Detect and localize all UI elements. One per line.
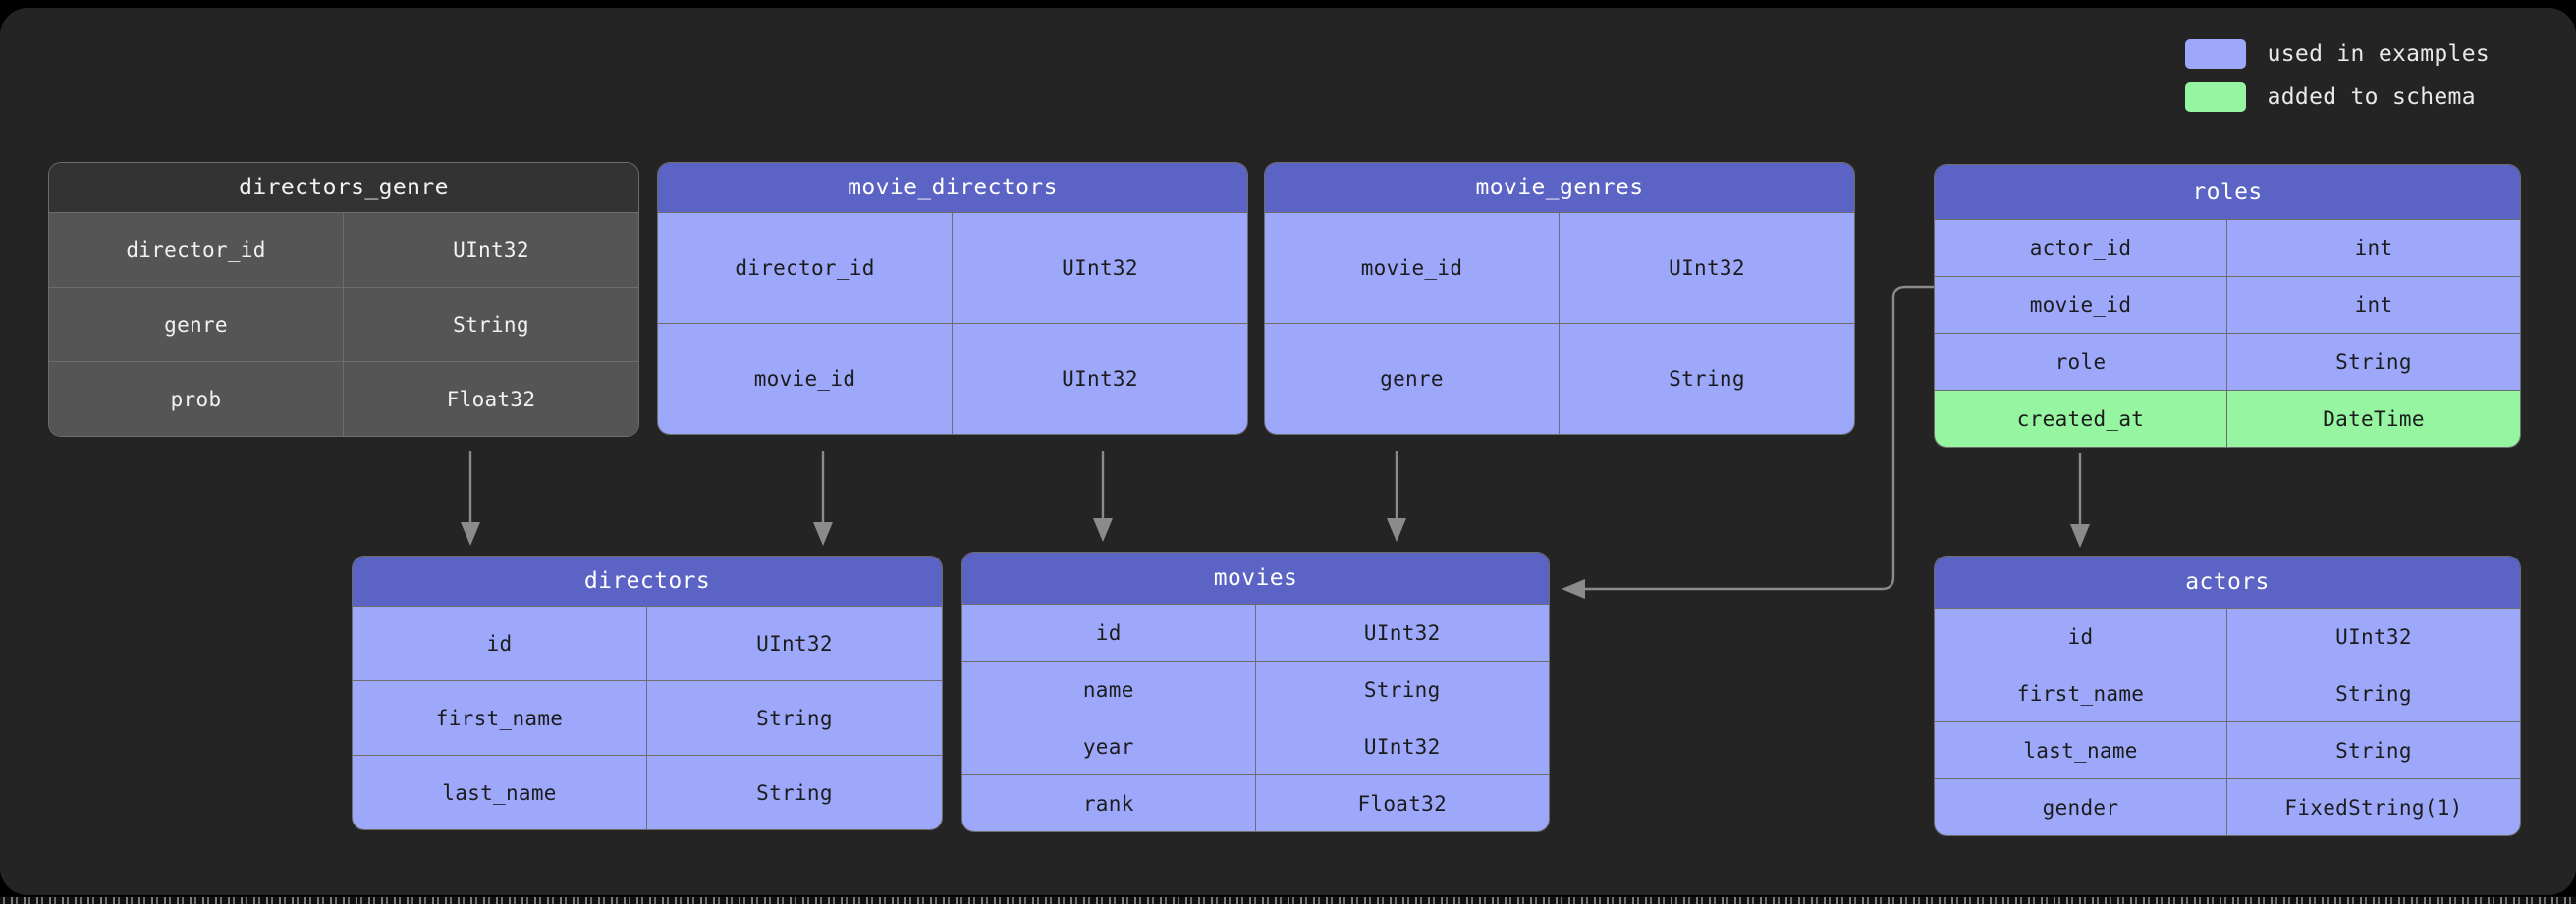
column-name: id <box>962 605 1256 661</box>
legend: used in examples added to schema <box>2184 39 2490 112</box>
column-type: String <box>344 288 638 361</box>
column-type: DateTime <box>2227 391 2520 447</box>
column-name: movie_id <box>1935 277 2227 333</box>
column-type: String <box>647 681 942 755</box>
column-name: genre <box>49 288 344 361</box>
column-type: int <box>2227 277 2520 333</box>
column-name: first_name <box>1935 665 2227 721</box>
column-type: UInt32 <box>1560 213 1854 323</box>
column-type: String <box>1560 324 1854 434</box>
table-title-movies: movies <box>962 553 1549 604</box>
column-type: UInt32 <box>344 213 638 287</box>
legend-swatch-added-to-schema <box>2184 82 2246 112</box>
column-name: prob <box>49 362 344 436</box>
column-name: rank <box>962 775 1256 831</box>
legend-item-used-in-examples: used in examples <box>2184 39 2490 69</box>
connector-movie_directors-movies <box>1093 451 1113 542</box>
column-name: role <box>1935 334 2227 390</box>
connector-directors_genre-directors <box>461 451 480 546</box>
table-title-roles: roles <box>1935 165 2520 219</box>
table-title-directors: directors <box>353 557 942 606</box>
legend-label-used-in-examples: used in examples <box>2267 41 2490 67</box>
column-type: UInt32 <box>647 607 942 680</box>
legend-label-added-to-schema: added to schema <box>2267 84 2476 110</box>
column-name: movie_id <box>1265 213 1560 323</box>
column-name: id <box>1935 609 2227 665</box>
column-type: UInt32 <box>1255 605 1549 661</box>
connector-movie_genres-movies <box>1387 451 1406 542</box>
legend-item-added-to-schema: added to schema <box>2184 82 2490 112</box>
table-title-directors_genre: directors_genre <box>49 163 638 212</box>
column-type: Float32 <box>1255 775 1549 831</box>
column-type: String <box>1255 662 1549 718</box>
column-type: String <box>2227 722 2520 778</box>
column-name: first_name <box>353 681 647 755</box>
column-name: created_at <box>1935 391 2227 447</box>
legend-swatch-used-in-examples <box>2184 39 2246 69</box>
column-name: id <box>353 607 647 680</box>
column-type: UInt32 <box>1255 718 1549 774</box>
column-type: int <box>2227 220 2520 276</box>
column-name: last_name <box>353 756 647 829</box>
column-type: UInt32 <box>953 324 1247 434</box>
column-name: director_id <box>49 213 344 287</box>
column-type: FixedString(1) <box>2227 779 2520 835</box>
column-name: name <box>962 662 1256 718</box>
connector-movie_directors-directors <box>813 451 833 546</box>
column-name: last_name <box>1935 722 2227 778</box>
column-name: gender <box>1935 779 2227 835</box>
clipped-content-strip <box>0 897 2576 904</box>
column-name: movie_id <box>658 324 953 434</box>
column-name: year <box>962 718 1256 774</box>
column-type: String <box>647 756 942 829</box>
column-type: String <box>2227 665 2520 721</box>
column-name: director_id <box>658 213 953 323</box>
column-type: String <box>2227 334 2520 390</box>
table-title-actors: actors <box>1935 557 2520 608</box>
table-title-movie_directors: movie_directors <box>658 163 1247 212</box>
table-title-movie_genres: movie_genres <box>1265 163 1854 212</box>
column-type: UInt32 <box>2227 609 2520 665</box>
column-name: actor_id <box>1935 220 2227 276</box>
column-name: genre <box>1265 324 1560 434</box>
column-type: UInt32 <box>953 213 1247 323</box>
connector-roles-actors <box>2070 453 2090 548</box>
column-type: Float32 <box>344 362 638 436</box>
connector-roles-movies <box>1562 285 2139 599</box>
